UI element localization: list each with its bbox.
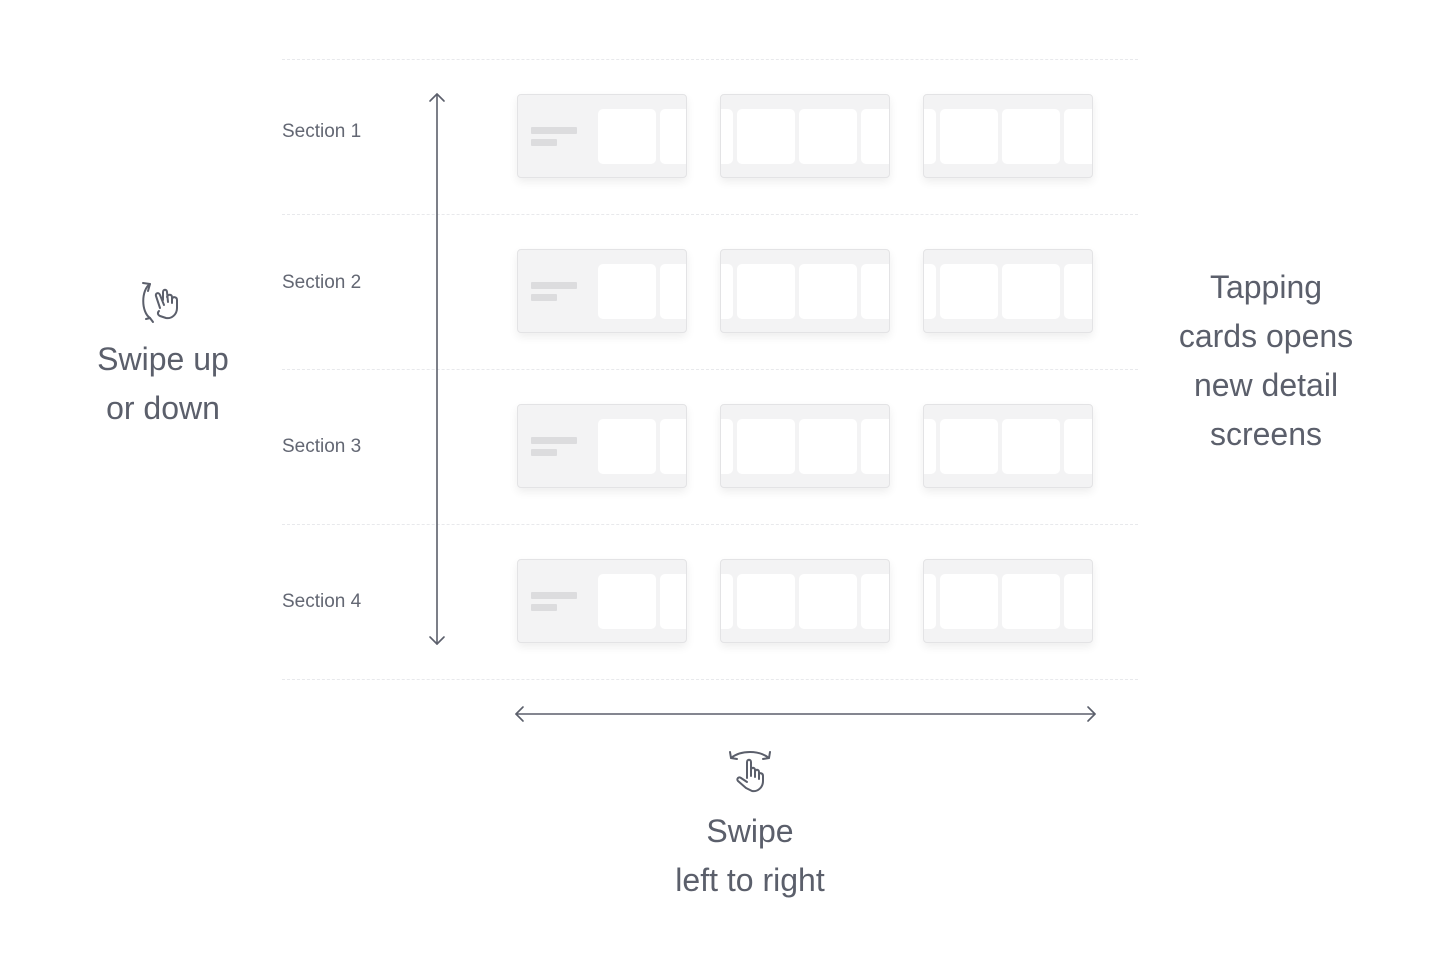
caption-line: cards opens — [1178, 318, 1354, 354]
section-label-4: Section 4 — [282, 591, 362, 612]
card-tile — [721, 574, 733, 629]
card-tile — [1002, 264, 1060, 319]
card-tile — [940, 109, 998, 164]
swipe-up-down-caption: Swipe up or down — [62, 335, 264, 433]
section-label-1: Section 1 — [282, 121, 362, 142]
caption-line: or down — [106, 390, 220, 426]
card-tile — [799, 574, 857, 629]
card-tile — [1064, 109, 1092, 164]
card-tile — [737, 574, 795, 629]
card-tile — [940, 264, 998, 319]
card-tile — [861, 419, 889, 474]
section-divider — [282, 214, 1138, 215]
tap-cards-caption: Tapping cards opens new detail screens — [1150, 263, 1382, 459]
card-tile — [1002, 419, 1060, 474]
swipe-left-right-caption: Swipe left to right — [630, 807, 870, 905]
section-card[interactable] — [923, 94, 1093, 178]
section-divider — [282, 369, 1138, 370]
card-tile — [1064, 264, 1092, 319]
section-card[interactable] — [923, 404, 1093, 488]
section-label-2: Section 2 — [282, 272, 362, 293]
card-tile — [660, 419, 686, 474]
card-title-placeholder — [531, 282, 577, 289]
caption-line: Tapping — [1209, 269, 1323, 305]
card-tile — [598, 419, 656, 474]
card-tile — [861, 264, 889, 319]
horizontal-double-arrow — [515, 706, 1096, 722]
card-tile — [799, 109, 857, 164]
card-subtitle-placeholder — [531, 139, 557, 146]
card-title-placeholder — [531, 437, 577, 444]
caption-line: Swipe up — [97, 341, 229, 377]
section-card[interactable] — [720, 249, 890, 333]
card-tile — [924, 574, 936, 629]
card-tile — [940, 574, 998, 629]
section-card[interactable] — [720, 404, 890, 488]
card-tile — [660, 109, 686, 164]
card-tile — [924, 264, 936, 319]
card-tile — [1064, 574, 1092, 629]
card-subtitle-placeholder — [531, 449, 557, 456]
section-divider — [282, 524, 1138, 525]
card-tile — [598, 109, 656, 164]
swipe-up-down-hand-icon — [142, 282, 178, 323]
section-card[interactable] — [923, 559, 1093, 643]
card-tile — [924, 419, 936, 474]
card-tile — [737, 109, 795, 164]
card-subtitle-placeholder — [531, 294, 557, 301]
section-card[interactable] — [517, 249, 687, 333]
swipe-left-right-hand-icon — [729, 751, 771, 793]
section-card[interactable] — [720, 94, 890, 178]
card-tile — [1002, 109, 1060, 164]
section-divider — [282, 679, 1138, 680]
caption-line: left to right — [675, 862, 825, 898]
caption-line: screens — [1209, 416, 1323, 452]
section-label-3: Section 3 — [282, 436, 362, 457]
card-title-placeholder — [531, 127, 577, 134]
card-tile — [1064, 419, 1092, 474]
card-tile — [660, 264, 686, 319]
section-card[interactable] — [923, 249, 1093, 333]
vertical-double-arrow — [429, 93, 445, 645]
card-tile — [861, 109, 889, 164]
card-tile — [940, 419, 998, 474]
card-tile — [660, 574, 686, 629]
section-card[interactable] — [517, 404, 687, 488]
card-tile — [598, 574, 656, 629]
card-tile — [737, 419, 795, 474]
card-tile — [799, 264, 857, 319]
caption-line: new detail — [1193, 367, 1339, 403]
section-card[interactable] — [720, 559, 890, 643]
section-card[interactable] — [517, 94, 687, 178]
card-tile — [721, 264, 733, 319]
caption-line: Swipe — [706, 813, 794, 849]
card-title-placeholder — [531, 592, 577, 599]
card-tile — [598, 264, 656, 319]
card-tile — [721, 419, 733, 474]
card-tile — [861, 574, 889, 629]
section-card[interactable] — [517, 559, 687, 643]
card-subtitle-placeholder — [531, 604, 557, 611]
card-tile — [924, 109, 936, 164]
section-divider — [282, 59, 1138, 60]
card-tile — [1002, 574, 1060, 629]
card-tile — [737, 264, 795, 319]
card-tile — [799, 419, 857, 474]
card-tile — [721, 109, 733, 164]
